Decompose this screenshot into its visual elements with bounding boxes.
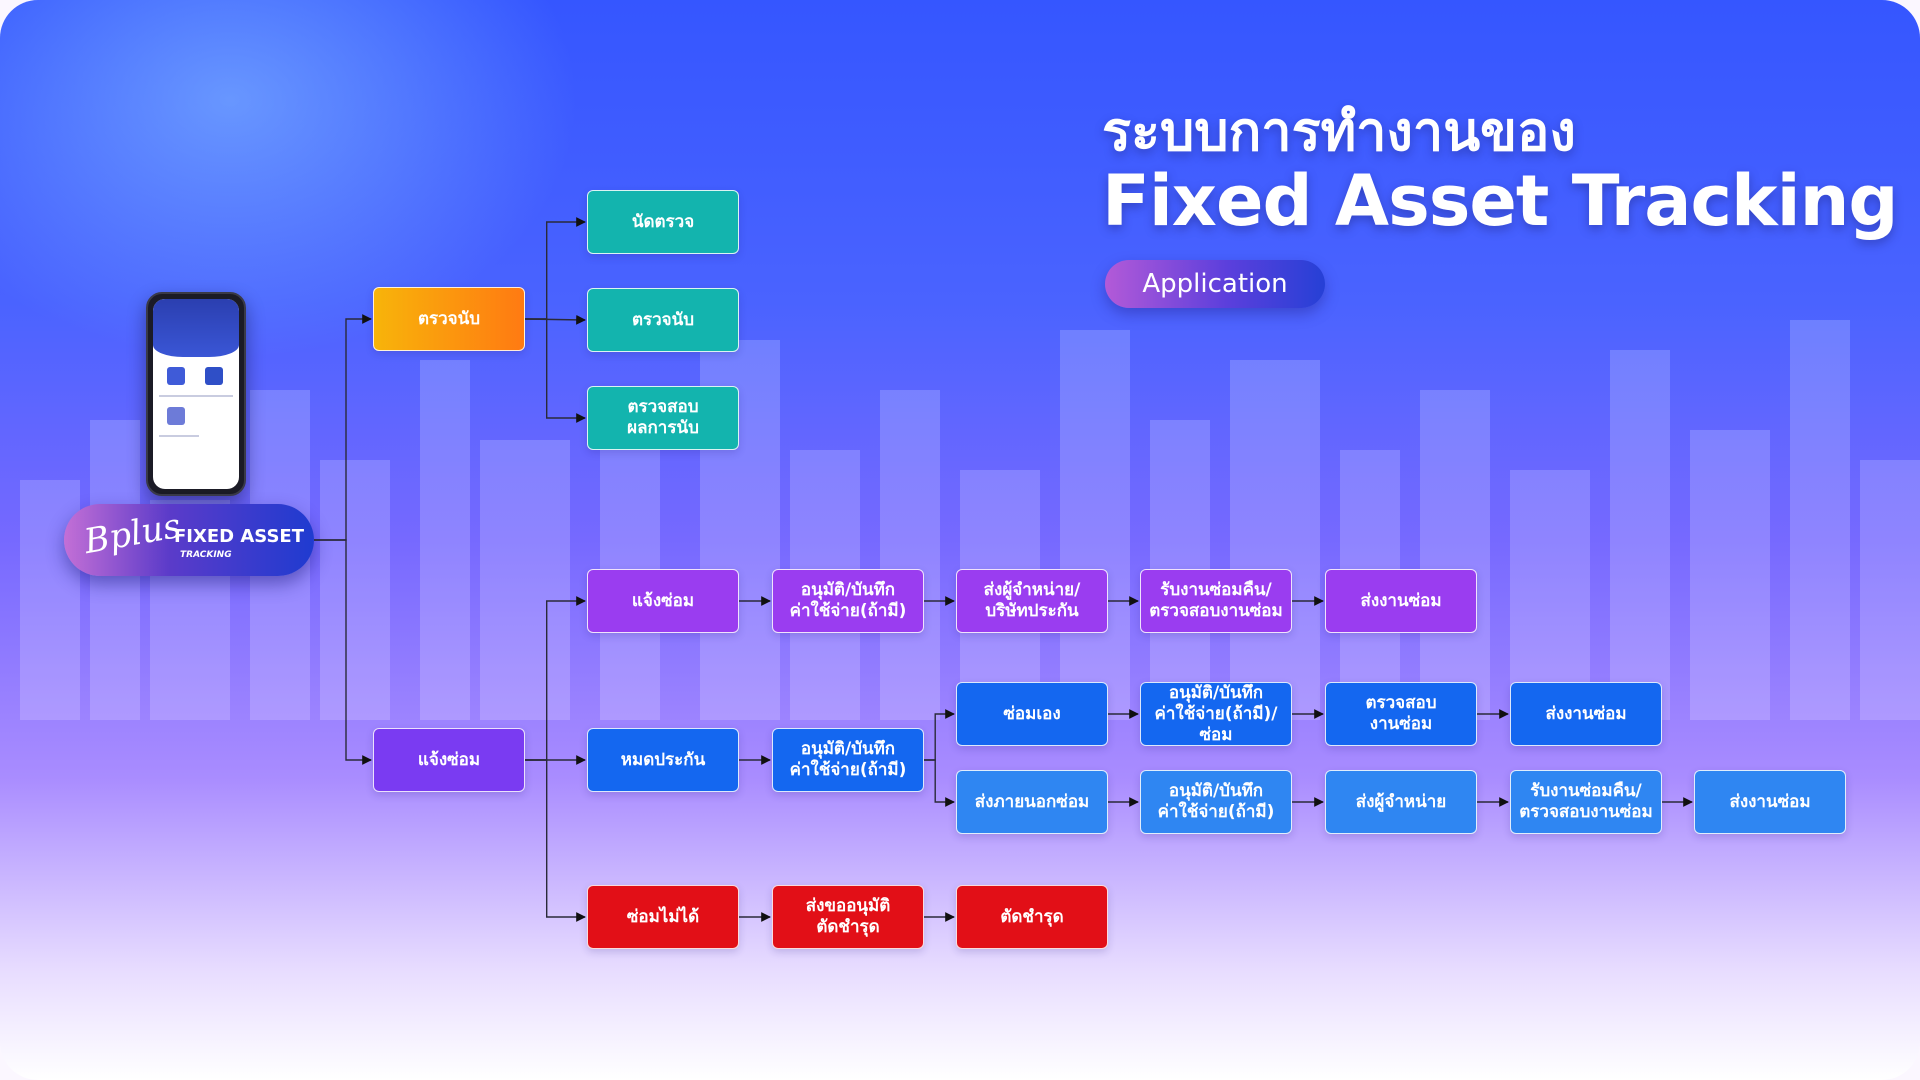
phone-divider — [159, 395, 233, 397]
flow-node-e3: ตัดชำรุด — [956, 885, 1108, 949]
phone-screen — [153, 299, 239, 489]
flow-node-b2: อนุมัติ/บันทึก ค่าใช้จ่าย(ถ้ามี) — [772, 728, 924, 792]
connector-root-m1 — [314, 539, 372, 765]
phone-app-header — [153, 299, 239, 357]
phone-app-tile — [205, 367, 223, 385]
flow-node-c4: ส่งงานซ่อม — [1510, 682, 1662, 746]
flow-node-a5: ส่งงานซ่อม — [1325, 569, 1477, 633]
flow-node-a4: รับงานซ่อมคืน/ ตรวจสอบงานซ่อม — [1140, 569, 1292, 633]
connector-m1-a1 — [525, 596, 586, 761]
flow-node-d5: ส่งงานซ่อม — [1694, 770, 1846, 834]
phone-app-tile — [167, 367, 185, 385]
connector-m1-e1 — [525, 759, 586, 922]
flow-node-e1: ซ่อมไม่ได้ — [587, 885, 739, 949]
flow-node-n2: นัดตรวจ — [587, 190, 739, 254]
flow-node-c1: ซ่อมเอง — [956, 682, 1108, 746]
flow-node-e2: ส่งขออนุมัติ ตัดชำรุด — [772, 885, 924, 949]
connector-root-n1 — [314, 314, 372, 541]
brand-name: FIXED ASSET — [174, 526, 304, 547]
connector-b2-c1 — [924, 709, 955, 761]
flow-node-a2: อนุมัติ/บันทึก ค่าใช้จ่าย(ถ้ามี) — [772, 569, 924, 633]
page-title-thai: ระบบการทำงานของ — [1102, 100, 1576, 163]
brand-sub: TRACKING — [180, 550, 232, 560]
page-title-english: Fixed Asset Tracking — [1102, 160, 1899, 242]
brand-logo-pill: Bplus FIXED ASSET TRACKING — [64, 504, 314, 576]
flow-node-c2: อนุมัติ/บันทึก ค่าใช้จ่าย(ถ้ามี)/ซ่อม — [1140, 682, 1292, 746]
phone-mockup — [146, 292, 246, 496]
connector-b2-d1 — [924, 759, 955, 807]
flow-node-d3: ส่งผู้จำหน่าย — [1325, 770, 1477, 834]
phone-app-tile — [167, 407, 185, 425]
flow-node-n4: ตรวจสอบ ผลการนับ — [587, 386, 739, 450]
flow-node-a3: ส่งผู้จำหน่าย/ บริษัทประกัน — [956, 569, 1108, 633]
flow-node-d2: อนุมัติ/บันทึก ค่าใช้จ่าย(ถ้ามี) — [1140, 770, 1292, 834]
flow-node-n3: ตรวจนับ — [587, 288, 739, 352]
application-badge: Application — [1105, 260, 1325, 308]
flow-node-a1: แจ้งซ่อม — [587, 569, 739, 633]
connector-n1-n2 — [525, 217, 586, 320]
flow-node-c3: ตรวจสอบ งานซ่อม — [1325, 682, 1477, 746]
flow-node-d4: รับงานซ่อมคืน/ ตรวจสอบงานซ่อม — [1510, 770, 1662, 834]
flow-node-b1: หมดประกัน — [587, 728, 739, 792]
flow-node-d1: ส่งภายนอกซ่อม — [956, 770, 1108, 834]
phone-divider — [159, 435, 199, 437]
connector-n1-n4 — [525, 318, 586, 423]
flow-node-n1: ตรวจนับ — [373, 287, 525, 351]
flow-node-m1: แจ้งซ่อม — [373, 728, 525, 792]
